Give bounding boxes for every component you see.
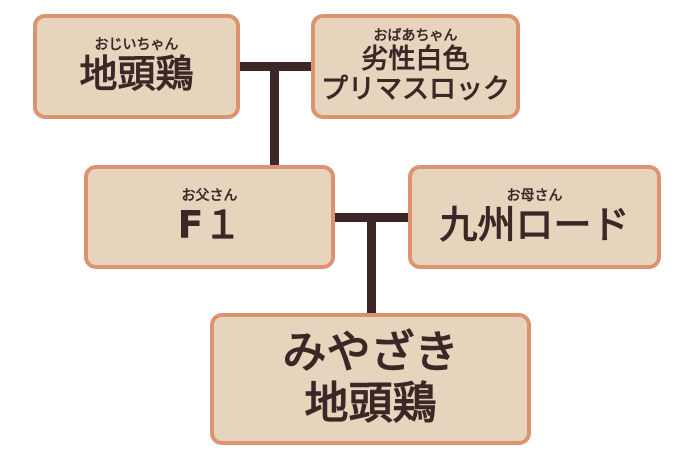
grandmother-name-line2: プリマスロック [321, 73, 510, 105]
grandfather-box: おじいちゃん 地頭鶏 [33, 14, 240, 119]
mother-box: お母さん 九州ロード [408, 165, 661, 269]
grandfather-role: おじいちゃん [94, 37, 179, 54]
father-name: F１ [177, 202, 242, 247]
child-box: みやざき 地頭鶏 [210, 313, 531, 445]
grandparents-connector-vertical [270, 66, 279, 167]
child-name-line1: みやざき [282, 327, 459, 379]
father-box: お父さん F１ [84, 165, 335, 269]
father-role: お父さん [181, 187, 238, 204]
grandfather-name: 地頭鶏 [79, 52, 194, 96]
mother-role: お母さん [506, 187, 563, 204]
parents-connector-vertical [367, 217, 376, 315]
grandmother-box: おばあちゃん 劣性白色 プリマスロック [311, 14, 520, 119]
child-name-line2: 地頭鶏 [304, 378, 437, 429]
mother-name: 九州ロード [439, 202, 630, 247]
grandmother-name-line1: 劣性白色 [361, 43, 470, 75]
grandmother-role: おばあちゃん [373, 27, 458, 44]
